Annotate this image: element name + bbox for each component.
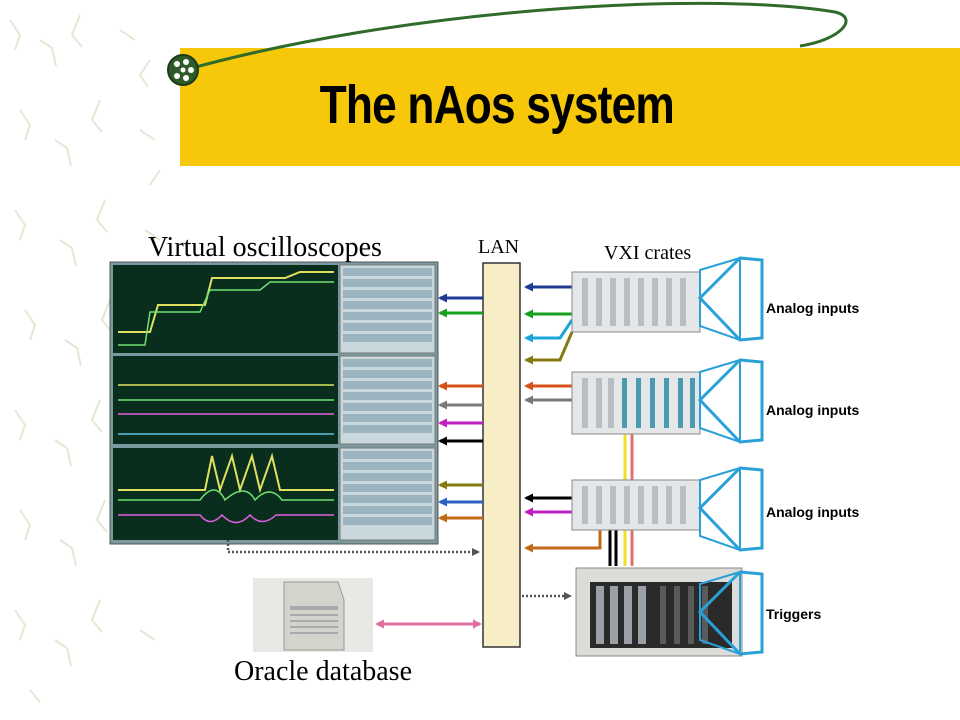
inter-crate-cables bbox=[608, 434, 634, 566]
analog-inputs-label-2: Analog inputs bbox=[766, 402, 860, 418]
analog-input-cone-1 bbox=[697, 256, 764, 342]
page-title: The nAos system bbox=[319, 75, 675, 135]
background-pattern bbox=[9, 14, 166, 703]
scope-panel-3 bbox=[113, 447, 436, 541]
vxi-crate-2 bbox=[571, 371, 701, 435]
oscilloscope-window bbox=[109, 261, 439, 545]
analog-input-cone-2 bbox=[697, 358, 764, 444]
crate-to-lan-links bbox=[524, 282, 602, 553]
analog-inputs-label-1: Analog inputs bbox=[766, 300, 860, 316]
vxi-crate-1 bbox=[571, 271, 701, 333]
oracle-database-label: Oracle database bbox=[234, 656, 412, 687]
lan-label: LAN bbox=[478, 236, 520, 258]
virtual-oscilloscopes-label: Virtual oscilloscopes bbox=[148, 232, 382, 263]
trigger-cone bbox=[697, 570, 764, 656]
vxi-crate-3 bbox=[571, 479, 701, 531]
analog-inputs-label-3: Analog inputs bbox=[766, 504, 860, 520]
title-banner bbox=[180, 48, 960, 166]
lan-bus bbox=[482, 262, 521, 648]
scope-panel-2 bbox=[113, 355, 436, 445]
analog-input-cone-3 bbox=[697, 466, 764, 552]
scope-panel-1 bbox=[113, 264, 436, 354]
lan-to-scope-links bbox=[438, 293, 483, 523]
triggers-label: Triggers bbox=[766, 606, 822, 622]
title-swoosh bbox=[167, 1, 848, 86]
scope-lan-dotted-link bbox=[226, 540, 480, 556]
database-server-icon bbox=[253, 578, 373, 652]
vxi-crates-label: VXI crates bbox=[604, 242, 692, 264]
trigger-crate bbox=[575, 567, 743, 657]
